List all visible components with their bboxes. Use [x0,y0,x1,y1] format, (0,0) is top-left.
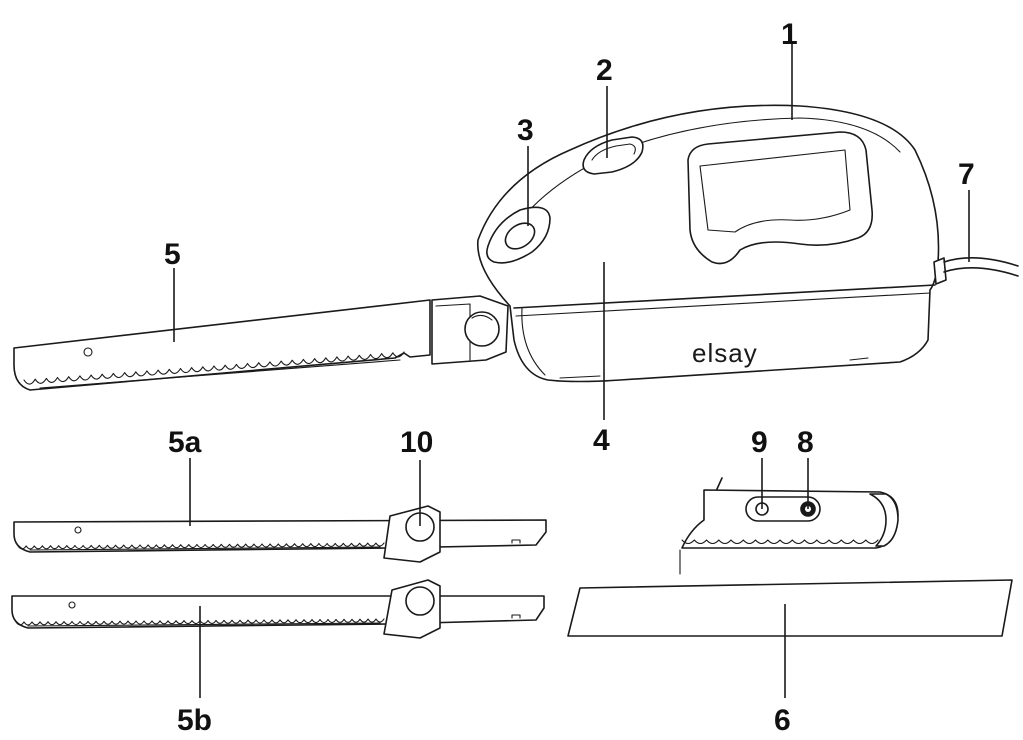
callout-5b: 5b [177,704,212,737]
callout-6: 6 [774,704,791,737]
callout-7: 7 [958,158,975,191]
main-blade-clip [431,295,509,365]
callout-3: 3 [517,114,534,147]
blade-5a [13,505,547,563]
callout-1: 1 [781,18,798,51]
callout-5: 5 [164,238,181,271]
main-blade [13,299,431,391]
callout-10: 10 [400,426,433,459]
brand-logo: elsay [692,338,758,368]
callout-2: 2 [596,54,613,87]
blade-5b [11,579,545,639]
callout-4: 4 [593,424,610,457]
callout-8: 8 [797,426,814,459]
power-cord [943,257,1019,277]
power-button [486,206,551,264]
callout-9: 9 [751,426,768,459]
safety-switch [582,136,644,175]
knife-housing [477,104,947,383]
leader-lines [173,44,970,698]
blade-detail [679,477,899,575]
callout-5a: 5a [168,426,202,459]
cutting-board [567,579,1013,637]
